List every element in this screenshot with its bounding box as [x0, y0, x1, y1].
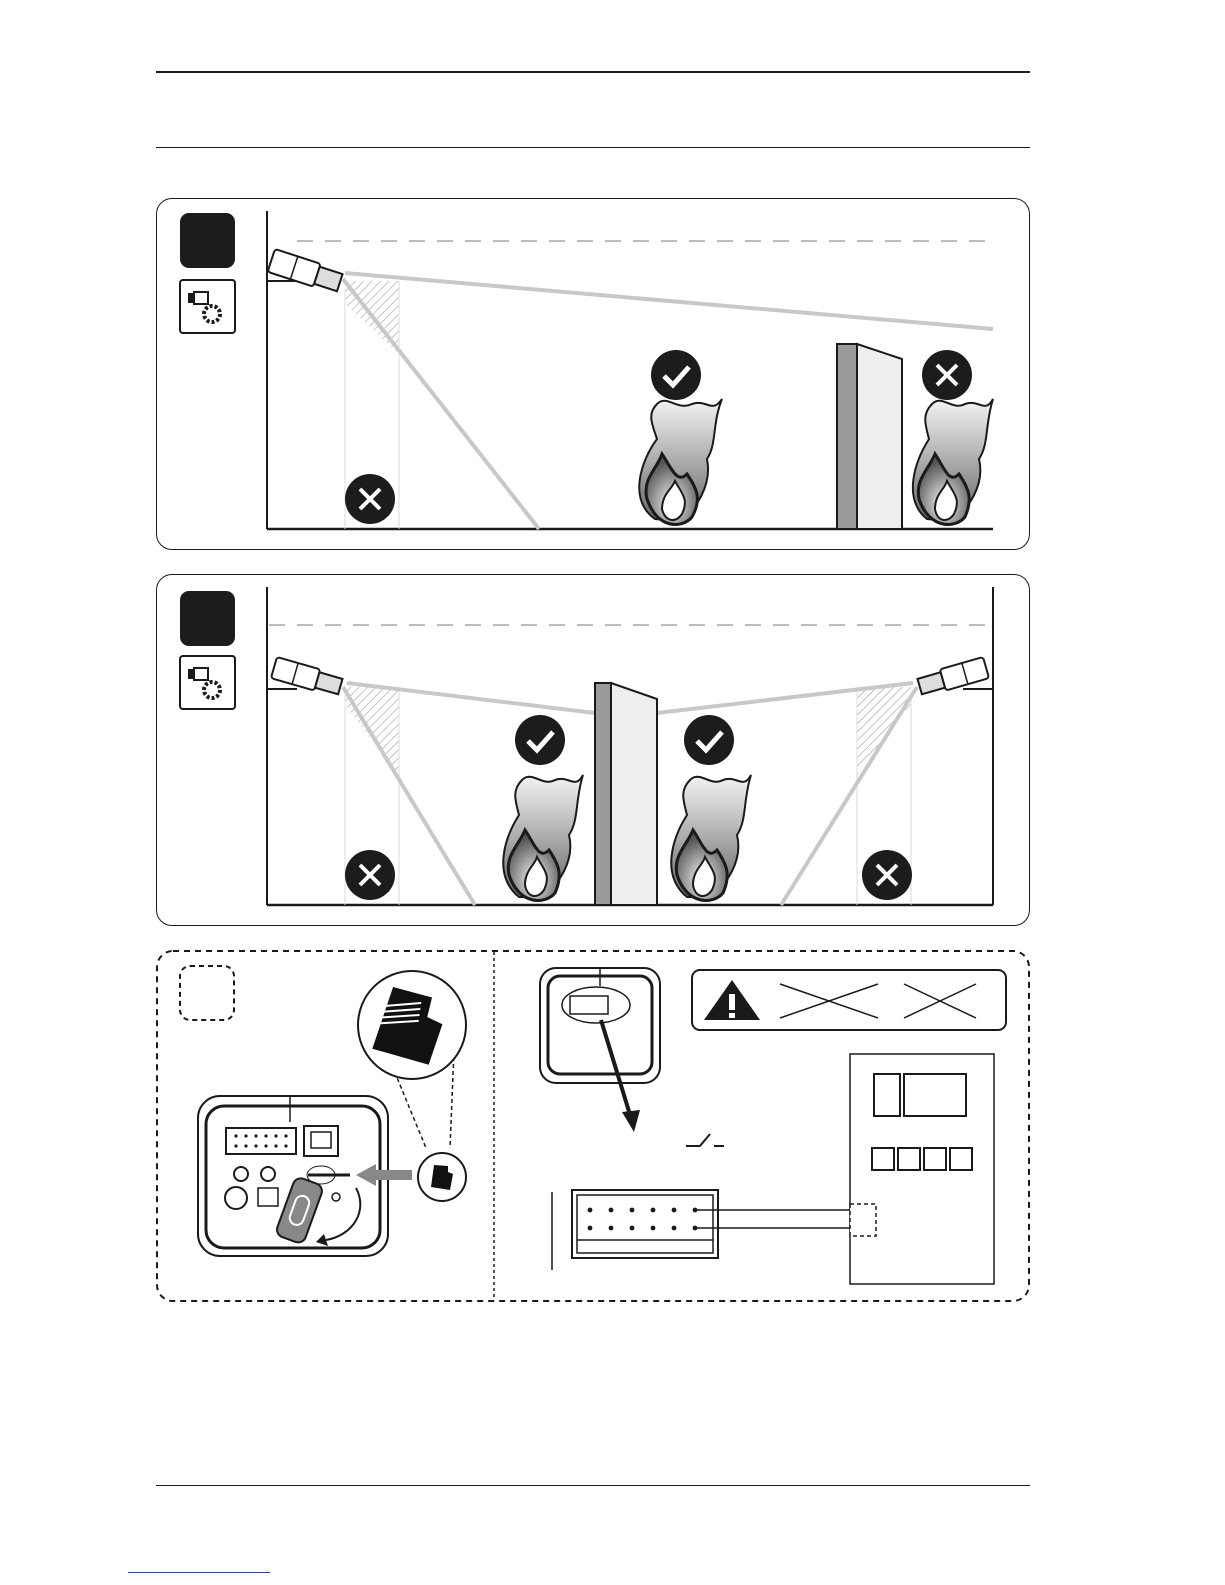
camera-icon: [917, 657, 989, 697]
warning-box: [692, 970, 1006, 1030]
fire-icon: [639, 399, 722, 524]
obstacle-wall: [837, 344, 902, 529]
installation-panel: [156, 950, 1030, 1302]
check-icon: [651, 350, 701, 400]
camera-top-view: [540, 968, 660, 1132]
check-icon: [515, 715, 565, 765]
terminal-block-icon: [552, 1190, 858, 1270]
camera-icon: [271, 657, 343, 697]
cross-icon: [922, 350, 972, 400]
cross-icon: [345, 850, 395, 900]
installation-diagram: [156, 950, 1030, 1302]
footer-link-underline[interactable]: [128, 1572, 270, 1573]
check-icon: [684, 715, 734, 765]
step-badge: [180, 591, 235, 646]
camera-icon: [268, 249, 344, 294]
scenario-diagram-dual: [157, 575, 1030, 926]
footer-rule: [156, 1485, 1030, 1486]
step-badge: [180, 213, 235, 268]
fire-icon: [503, 775, 583, 900]
header-rule-top: [156, 71, 1030, 73]
scenario-panel-single-camera: [156, 198, 1030, 550]
fire-icon: [671, 775, 751, 900]
step-badge-outline: [180, 966, 234, 1020]
header-rule-bottom: [156, 147, 1030, 148]
control-panel-icon: [850, 1054, 994, 1284]
fire-icon: [913, 399, 993, 524]
cross-icon: [345, 474, 395, 524]
relay-switch-icon: [686, 1134, 724, 1146]
scenario-diagram-single: [157, 199, 1030, 550]
obstacle-wall: [595, 683, 657, 905]
cross-icon: [862, 850, 912, 900]
camera-settings-icon: [180, 280, 235, 333]
camera-settings-icon: [180, 656, 235, 709]
scenario-panel-dual-camera: [156, 574, 1030, 926]
